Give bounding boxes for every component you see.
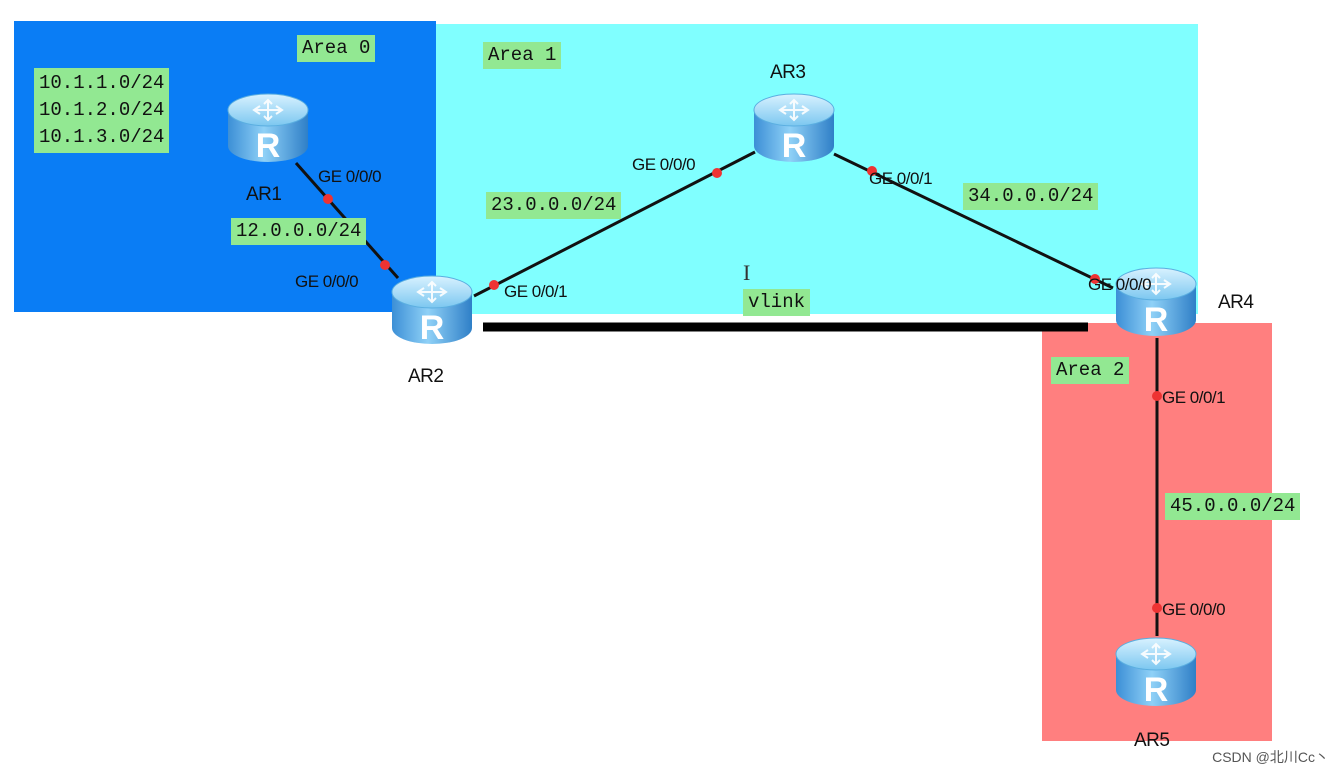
port-ar4-g001 — [1152, 391, 1162, 401]
port-ar5-g000 — [1152, 603, 1162, 613]
subnet-ar4-ar5-label: 45.0.0.0/24 — [1165, 493, 1301, 520]
iface-ar2-g000-label: GE 0/0/0 — [295, 272, 359, 291]
link-ar2-ar3 — [473, 150, 756, 298]
prefix-list: 10.1.1.0/24 10.1.2.0/24 10.1.3.0/24 — [34, 68, 170, 153]
subnet-ar2-ar3-label: 23.0.0.0/24 — [486, 192, 622, 219]
watermark: CSDN @北川Cc丶 — [1212, 749, 1329, 765]
router-ar1-label: AR1 — [246, 184, 282, 205]
port-ar1-g000 — [323, 194, 333, 204]
iface-ar1-g000-label: GE 0/0/0 — [318, 167, 382, 186]
iface-ar5-g000-label: GE 0/0/0 — [1162, 600, 1226, 619]
link-ar3-ar4 — [833, 152, 1114, 290]
router-ar2-icon[interactable] — [388, 270, 476, 350]
iface-ar4-g001-label: GE 0/0/1 — [1162, 388, 1226, 407]
iface-ar4-g000-label: GE 0/0/0 — [1088, 275, 1152, 294]
area-1-label: Area 1 — [483, 42, 562, 69]
area-0-label: Area 0 — [297, 35, 376, 62]
router-ar4-label: AR4 — [1218, 292, 1254, 313]
port-ar4-g000 — [1090, 274, 1100, 284]
prefix-item: 10.1.2.0/24 — [39, 99, 165, 121]
vlink-label: vlink — [743, 289, 811, 316]
port-ar3-g001 — [867, 166, 877, 176]
area-1-region — [436, 24, 1198, 314]
router-ar2-label: AR2 — [408, 366, 444, 387]
port-ar3-g000 — [712, 168, 722, 178]
router-ar5-label: AR5 — [1134, 730, 1170, 751]
router-ar4-icon[interactable] — [1112, 262, 1200, 342]
router-ar3-label: AR3 — [770, 62, 806, 83]
router-ar3-icon[interactable] — [750, 88, 838, 168]
area-2-label: Area 2 — [1051, 357, 1130, 384]
prefix-item: 10.1.1.0/24 — [39, 72, 165, 94]
subnet-ar1-ar2-label: 12.0.0.0/24 — [231, 218, 367, 245]
port-ar2-g000 — [380, 260, 390, 270]
iface-ar2-g001-label: GE 0/0/1 — [504, 282, 568, 301]
iface-ar3-g001-label: GE 0/0/1 — [869, 169, 933, 188]
prefix-item: 10.1.3.0/24 — [39, 126, 165, 148]
subnet-ar3-ar4-label: 34.0.0.0/24 — [963, 183, 1099, 210]
router-ar5-icon[interactable] — [1112, 632, 1200, 712]
port-ar2-g001 — [489, 280, 499, 290]
iface-ar3-g000-label: GE 0/0/0 — [632, 155, 696, 174]
router-ar1-icon[interactable] — [224, 88, 312, 168]
text-cursor-icon: I — [743, 260, 751, 285]
